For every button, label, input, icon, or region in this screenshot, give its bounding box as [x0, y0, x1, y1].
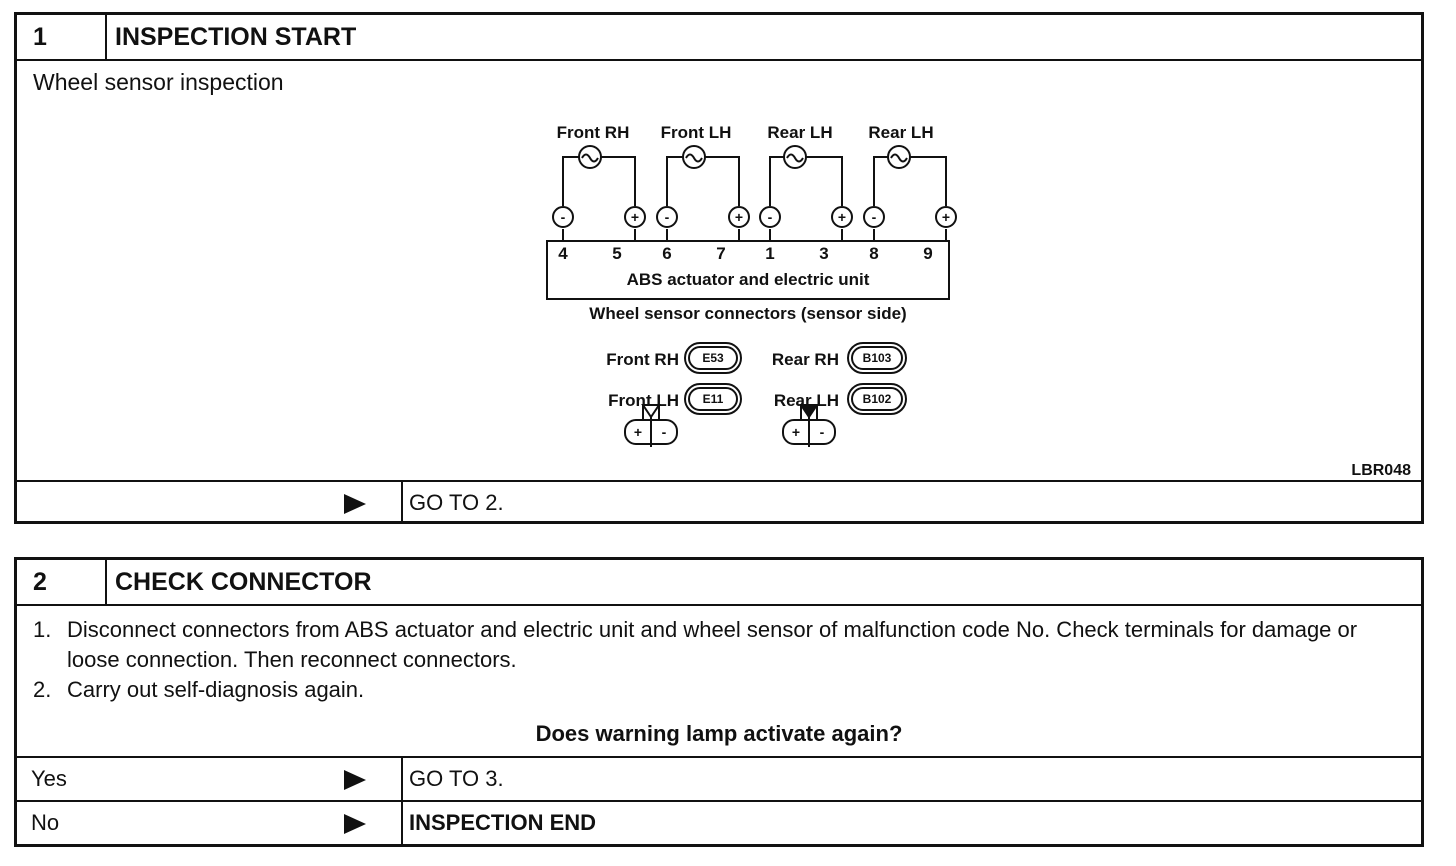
- result-text: GO TO 3.: [409, 766, 504, 791]
- connector-plus: +: [634, 424, 642, 440]
- answer-label: Yes: [31, 766, 67, 791]
- step-2-header: 2 CHECK CONNECTOR: [17, 560, 1421, 606]
- connectors-title: Wheel sensor connectors (sensor side): [589, 304, 906, 323]
- arrow-icon: [344, 770, 366, 790]
- terminal-number: 8: [869, 244, 878, 263]
- connector-code: B103: [863, 351, 892, 365]
- terminal-number: 1: [765, 244, 774, 263]
- polarity-minus: -: [768, 209, 773, 225]
- connector-label: Rear RH: [772, 350, 839, 369]
- connector-minus: -: [662, 424, 667, 440]
- terminal-number: 9: [923, 244, 932, 263]
- abs-unit-label: ABS actuator and electric unit: [627, 270, 870, 289]
- figure-id: LBR048: [1351, 462, 1411, 479]
- sensor-circuit-front-rh: [562, 145, 636, 206]
- connector-plus: +: [792, 424, 800, 440]
- terminal-markers: [552, 206, 957, 241]
- sensor-circuit-rear-lh-1: [769, 145, 843, 206]
- sensor-label: Front RH: [557, 123, 630, 142]
- step-1-box: 1 INSPECTION START Wheel sensor inspecti…: [14, 12, 1424, 524]
- connector-icon-front: [624, 404, 678, 447]
- arrow-icon: [344, 814, 366, 834]
- instruction-item: 2. Carry out self-diagnosis again.: [33, 675, 1403, 705]
- instruction-item: 1. Disconnect connectors from ABS actuat…: [33, 615, 1403, 675]
- step-description: Wheel sensor inspection: [33, 69, 284, 95]
- step-1-header: 1 INSPECTION START: [17, 15, 1421, 61]
- instruction-number: 1.: [33, 617, 52, 642]
- terminal-number: 6: [662, 244, 671, 263]
- connector-label: Front LH: [608, 391, 679, 410]
- arrow-icon: [344, 494, 366, 514]
- result-text: INSPECTION END: [409, 810, 597, 835]
- sensor-label: Rear LH: [868, 123, 933, 142]
- polarity-plus: +: [942, 209, 950, 225]
- sensor-circuit-rear-lh-2: [873, 145, 947, 206]
- step-title: CHECK CONNECTOR: [115, 568, 372, 596]
- outcome-row-yes: Yes GO TO 3.: [17, 756, 1421, 800]
- polarity-minus: -: [665, 209, 670, 225]
- step-title: INSPECTION START: [115, 23, 357, 51]
- result-row: GO TO 2.: [17, 480, 1421, 524]
- step-number: 1: [17, 15, 107, 59]
- answer-label: No: [31, 810, 60, 835]
- connector-code: B102: [863, 392, 892, 406]
- terminal-number: 4: [558, 244, 568, 263]
- polarity-minus: -: [561, 209, 566, 225]
- terminal-number: 7: [716, 244, 725, 263]
- polarity-plus: +: [631, 209, 639, 225]
- instruction-text: Carry out self-diagnosis again.: [67, 677, 365, 702]
- instruction-text: Disconnect connectors from ABS actuator …: [67, 617, 1358, 672]
- connector-code: E53: [702, 351, 724, 365]
- connector-code: E11: [703, 392, 724, 406]
- terminal-number: 3: [819, 244, 828, 263]
- connector-label: Front RH: [606, 350, 679, 369]
- sensor-label: Front LH: [661, 123, 732, 142]
- sensor-label: Rear LH: [767, 123, 832, 142]
- decision-question: Does warning lamp activate again?: [535, 721, 903, 746]
- connector-icon-rear: [782, 404, 836, 447]
- connector-label: Rear LH: [774, 391, 839, 410]
- abs-unit-box: [546, 240, 950, 300]
- sensor-circuit-front-lh: [666, 145, 740, 206]
- connector-code-badges: [684, 342, 907, 415]
- step-2-box: 2 CHECK CONNECTOR 1. Disconnect connecto…: [14, 557, 1424, 847]
- polarity-plus: +: [735, 209, 743, 225]
- step-number: 2: [17, 560, 107, 604]
- polarity-minus: -: [872, 209, 877, 225]
- wheel-sensor-diagram: Front RH Front LH Rear LH Rear LH - + - …: [546, 123, 1411, 479]
- outcome-row-no: No INSPECTION END: [17, 800, 1421, 844]
- polarity-plus: +: [838, 209, 846, 225]
- connector-minus: -: [820, 424, 825, 440]
- terminal-number: 5: [612, 244, 621, 263]
- result-text: GO TO 2.: [409, 490, 504, 515]
- instruction-number: 2.: [33, 677, 52, 702]
